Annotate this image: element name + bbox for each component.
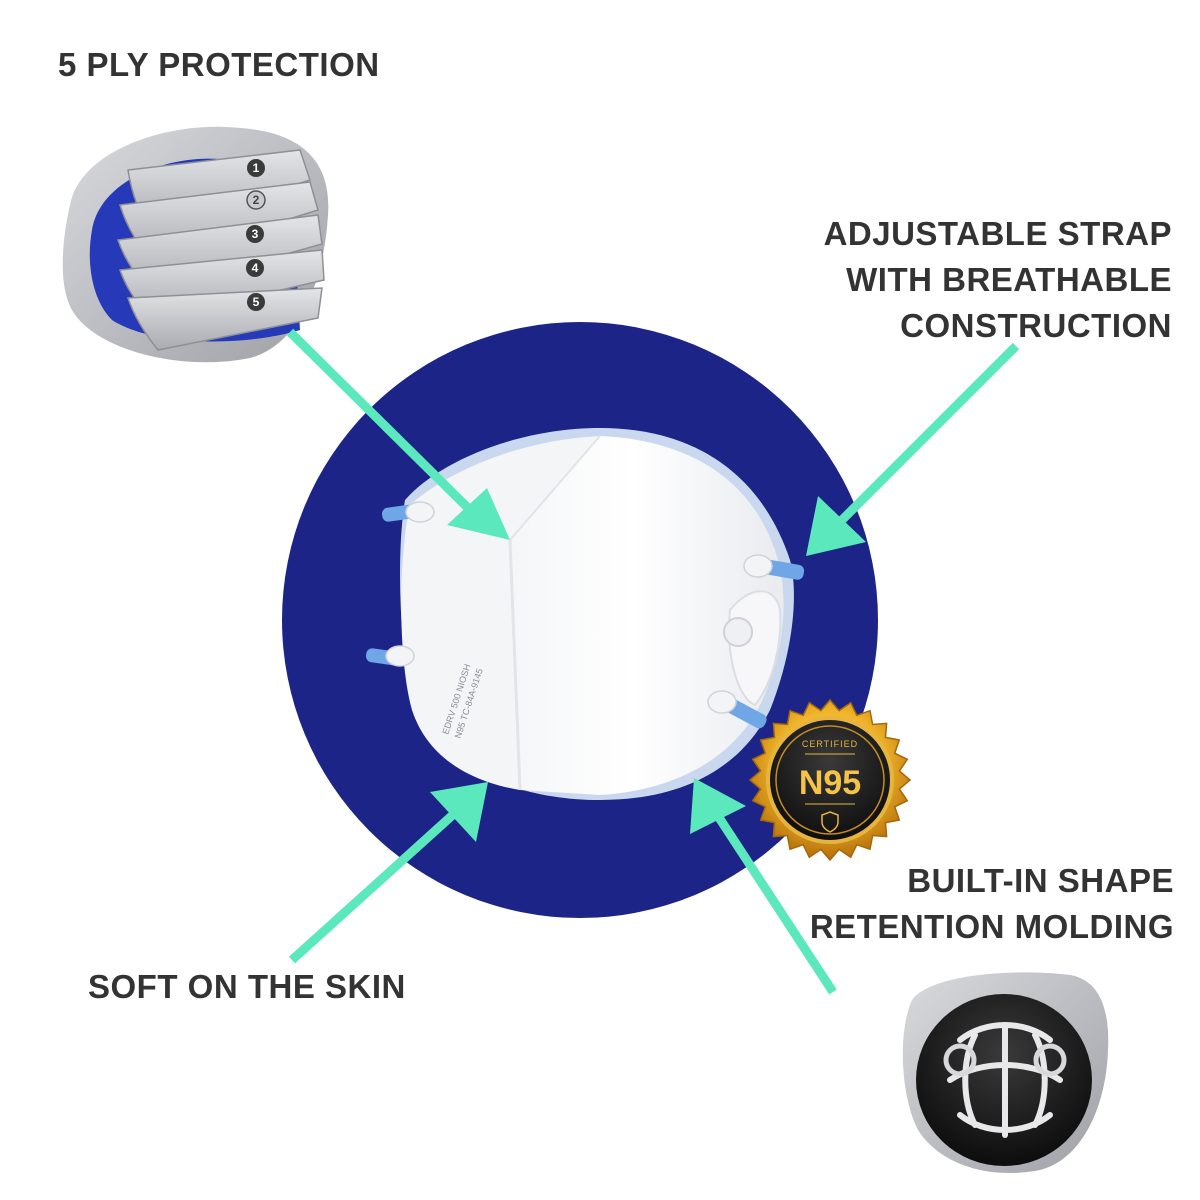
badge-certified-text: CERTIFIED (802, 739, 858, 749)
layer-5-marker: 5 (247, 293, 265, 311)
svg-text:3: 3 (252, 227, 259, 241)
shape-retention-label: BUILT-IN SHAPE RETENTION MOLDING (809, 862, 1174, 945)
arrow-to-shape-molding (690, 778, 837, 995)
shield-icon (821, 811, 839, 833)
arrow-to-soft-skin (288, 782, 488, 964)
adjustable-strap-label: ADJUSTABLE STRAP WITH BREATHABLE CONSTRU… (823, 215, 1172, 344)
layer-4-marker: 4 (246, 259, 264, 277)
svg-text:4: 4 (252, 261, 259, 275)
arrow-to-strap (806, 342, 1020, 556)
badge-n95-text: N95 (799, 764, 861, 802)
n95-mask-image: EDRV 500 NIOSH N95 TC-84A-9145 (400, 428, 794, 800)
n95-certified-badge: CERTIFIED N95 (748, 698, 912, 862)
five-ply-layers-image: 1 2 3 4 5 (62, 126, 329, 363)
svg-text:1: 1 (253, 161, 260, 175)
layer-1-marker: 1 (247, 159, 265, 177)
svg-text:5: 5 (253, 295, 260, 309)
arrow-to-ply-layers (286, 328, 510, 540)
layer-3-marker: 3 (246, 225, 264, 243)
ear-straps (365, 501, 805, 729)
shape-retention-molding-image (902, 972, 1109, 1174)
ply-protection-label: 5 PLY PROTECTION (58, 46, 380, 83)
svg-text:2: 2 (253, 193, 260, 207)
soft-on-skin-label: SOFT ON THE SKIN (88, 968, 406, 1005)
layer-2-marker: 2 (246, 190, 266, 210)
